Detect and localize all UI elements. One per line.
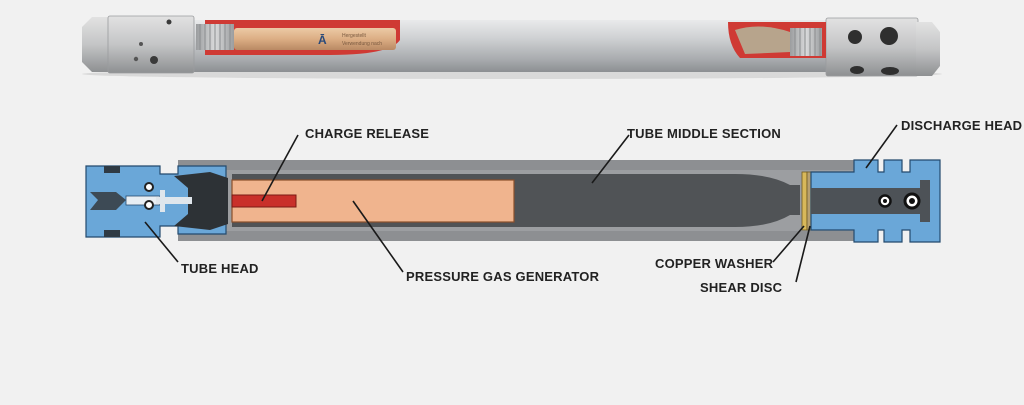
photo-discharge-head — [826, 18, 918, 76]
photo-right-end-cap — [916, 22, 940, 76]
discharge-head — [810, 159, 941, 243]
cross-section — [85, 159, 941, 243]
leader-shear-disc — [795, 225, 811, 283]
label-charge-release: CHARGE RELEASE — [305, 126, 429, 141]
photo-cartridge-text-2: Verwendung nach — [342, 41, 382, 47]
leader-lines — [144, 124, 898, 283]
photo-cartridge-text-1: Hergestellt — [342, 33, 367, 39]
leader-copper-washer — [772, 225, 805, 263]
leader-pressure-gas-generator — [352, 200, 404, 273]
labels: CHARGE RELEASE TUBE MIDDLE SECTION DISCH… — [181, 118, 1022, 295]
device-photo: Ā Hergestellt Verwendung nach — [82, 15, 942, 79]
label-copper-washer: COPPER WASHER — [655, 256, 774, 271]
photo-left-end-cap — [82, 17, 110, 72]
copper-washer — [801, 171, 808, 231]
label-pressure-gas-generator: PRESSURE GAS GENERATOR — [406, 269, 600, 284]
photo-cartridge-logo: Ā — [318, 33, 327, 47]
photo-tube-head — [108, 16, 194, 73]
leader-tube-middle-section — [591, 134, 630, 184]
leader-discharge-head — [865, 124, 898, 169]
label-discharge-head: DISCHARGE HEAD — [901, 118, 1022, 133]
leader-charge-release — [261, 134, 299, 202]
photo-left-cutaway: Ā Hergestellt Verwendung nach — [196, 20, 400, 55]
tube-head — [85, 165, 228, 238]
label-tube-head: TUBE HEAD — [181, 261, 259, 276]
photo-gas-cartridge — [234, 28, 396, 50]
photo-right-cutaway — [728, 22, 826, 58]
label-tube-middle-section: TUBE MIDDLE SECTION — [627, 126, 781, 141]
label-shear-disc: SHEAR DISC — [700, 280, 783, 295]
leader-tube-head — [144, 221, 179, 263]
charge-release — [231, 194, 297, 208]
